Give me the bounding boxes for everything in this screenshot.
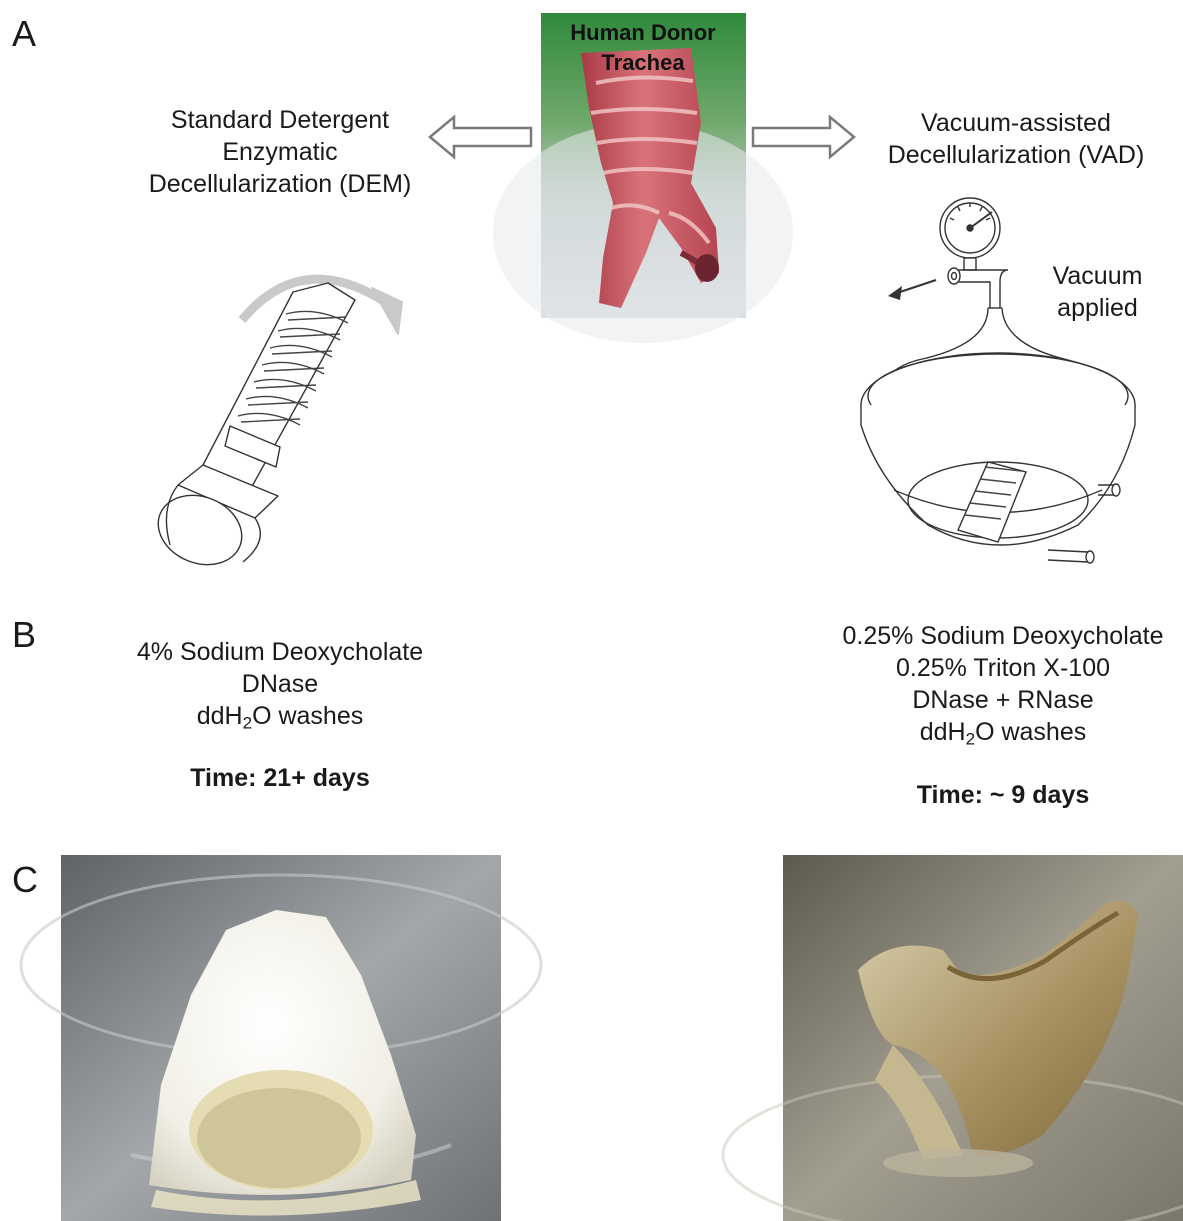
- vad-heading: Vacuum-assisted Decellularization (VAD): [866, 107, 1166, 171]
- vad-heading-line2: Decellularization (VAD): [866, 139, 1166, 171]
- left-arrow: [428, 113, 538, 163]
- trachea-photo: Human Donor Trachea: [541, 13, 746, 318]
- vad-time: Time: ~ 9 days: [818, 779, 1183, 811]
- dem-reagent-1: 4% Sodium Deoxycholate: [90, 636, 470, 668]
- trachea-title-line1: Human Donor: [570, 20, 716, 45]
- vad-reagent-3: DNase + RNase: [818, 684, 1183, 716]
- vad-heading-line1: Vacuum-assisted: [866, 107, 1166, 139]
- vad-reagent-2: 0.25% Triton X-100: [818, 652, 1183, 684]
- dem-heading-line3: Decellularization (DEM): [120, 168, 440, 200]
- vacuum-applied-label: Vacuum applied: [1020, 260, 1175, 324]
- dem-reagent-2: DNase: [90, 668, 470, 700]
- dem-time: Time: 21+ days: [90, 762, 470, 794]
- vacuum-desiccator-illustration: [858, 190, 1143, 580]
- dem-heading: Standard Detergent Enzymatic Decellulari…: [120, 104, 440, 200]
- svg-text:Human Donor: Human Donor: [570, 20, 716, 45]
- vacuum-line1: Vacuum: [1020, 260, 1175, 292]
- dem-scaffold-photo: [61, 855, 501, 1221]
- vad-scaffold-photo: [783, 855, 1183, 1221]
- panel-letter-c: C: [12, 862, 38, 898]
- dem-heading-line1: Standard Detergent: [120, 104, 440, 136]
- vad-reagent-list: 0.25% Sodium Deoxycholate 0.25% Triton X…: [818, 620, 1183, 748]
- vacuum-line2: applied: [1020, 292, 1175, 324]
- dem-reagent-list: 4% Sodium Deoxycholate DNase ddH2O washe…: [90, 636, 470, 732]
- svg-text:Trachea: Trachea: [601, 50, 685, 75]
- trachea-title-line2: Trachea: [601, 50, 685, 75]
- dem-heading-line2: Enzymatic: [120, 136, 440, 168]
- right-arrow: [751, 113, 861, 163]
- dem-wash: ddH2O washes: [90, 700, 470, 732]
- rotating-tube-illustration: [150, 250, 430, 580]
- panel-letter-b: B: [12, 617, 36, 653]
- vad-wash: ddH2O washes: [818, 716, 1183, 748]
- panel-letter-a: A: [12, 16, 36, 52]
- vad-reagent-1: 0.25% Sodium Deoxycholate: [818, 620, 1183, 652]
